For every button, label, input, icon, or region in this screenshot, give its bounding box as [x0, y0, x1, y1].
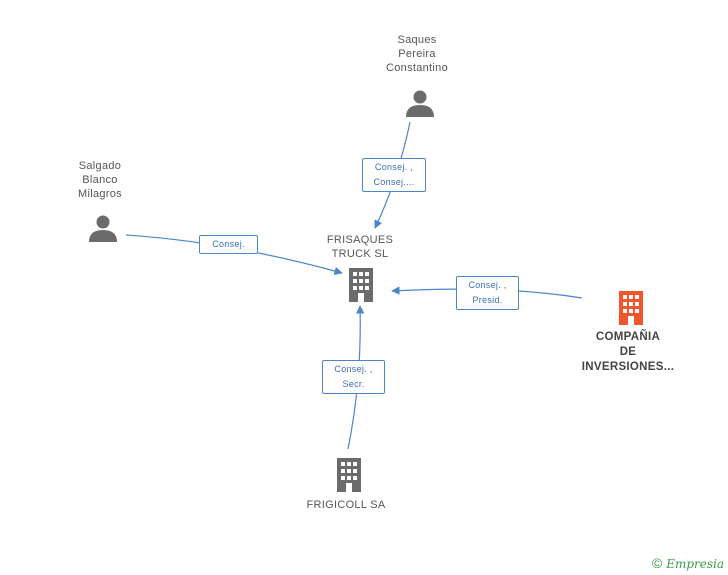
edge-label-saques-frisaques[interactable]: Consej. , Consej....: [362, 158, 426, 192]
node-label-saques[interactable]: Saques Pereira Constantino: [385, 34, 448, 74]
copyright-icon: ©: [651, 555, 663, 571]
node-label-compania[interactable]: COMPAÑIA DE INVERSIONES...: [581, 331, 675, 373]
person-icon[interactable]: [405, 88, 435, 118]
node-label-salgado[interactable]: Salgado Blanco Milagros: [78, 160, 122, 200]
copyright-footer: ©Empresia: [652, 555, 724, 571]
edge-label-compania-frisaques[interactable]: Consej. , Presid.: [456, 276, 519, 310]
building-icon[interactable]: [334, 458, 364, 492]
person-icon[interactable]: [88, 213, 118, 243]
edge-label-frigicoll-frisaques[interactable]: Consej. , Secr.: [322, 360, 385, 394]
node-label-frigicoll[interactable]: FRIGICOLL SA: [306, 499, 386, 511]
brand-logo: Empresia: [666, 557, 724, 571]
node-label-frisaques[interactable]: FRISAQUES TRUCK SL: [326, 234, 394, 260]
building-icon[interactable]: [616, 291, 646, 325]
building-icon[interactable]: [346, 268, 376, 302]
edge-label-salgado-frisaques[interactable]: Consej.: [199, 235, 258, 254]
